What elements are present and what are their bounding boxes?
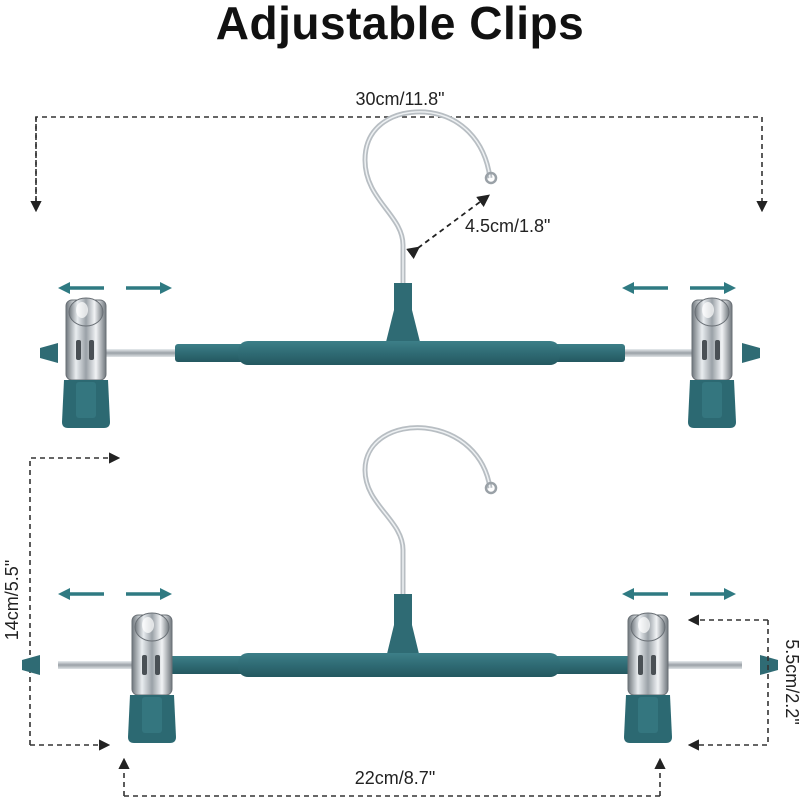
adjust-arrows-icon: [58, 588, 736, 600]
dimension-line-hook: [406, 194, 491, 260]
clip-right: [687, 297, 737, 429]
clip-width-label: 5.5cm/2.2": [782, 639, 800, 724]
dimension-line-clip: [687, 620, 769, 751]
hanger-top: 30cm/11.8" 4.5cm/1.8": [30, 89, 768, 429]
page-title: Adjustable Clips: [215, 0, 585, 49]
clip-right-bottom: [623, 612, 673, 744]
clip-left: [61, 297, 111, 429]
clip-height-label: 14cm/5.5": [2, 560, 22, 640]
min-width-label: 22cm/8.7": [355, 768, 435, 788]
overall-width-label: 30cm/11.8": [355, 89, 444, 109]
adjust-arrows-icon: [58, 282, 736, 294]
dimension-line-height: [29, 452, 121, 745]
hook-opening-label: 4.5cm/1.8": [465, 216, 550, 236]
clip-left-bottom: [127, 612, 177, 744]
hanger-bottom: 14cm/5.5" 5.5cm/2.2": [2, 425, 800, 797]
dimension-line-width: [35, 116, 768, 213]
hook: [362, 109, 493, 290]
